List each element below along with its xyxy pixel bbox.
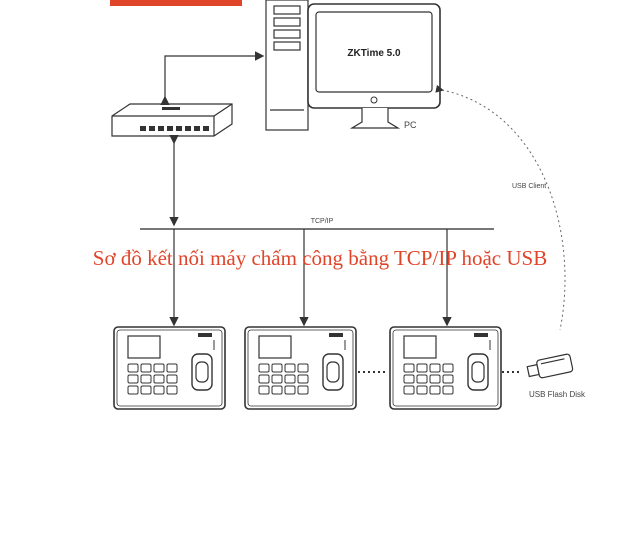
network-label: TCP/IP [311, 218, 334, 225]
fingerprint-sensor-icon [467, 353, 489, 391]
device-key [166, 374, 178, 384]
device-key [127, 385, 139, 395]
device-screen [258, 335, 292, 359]
device-key [258, 374, 270, 384]
device-key [166, 385, 178, 395]
device-indicator [329, 333, 343, 337]
device-screen [127, 335, 161, 359]
device-screen [403, 335, 437, 359]
device-key [284, 363, 296, 373]
device-key [258, 385, 270, 395]
pc-monitor: ZKTime 5.0 [307, 3, 441, 129]
diagram-caption: Sơ đồ kết nối máy chấm công bằng TCP/IP … [92, 246, 548, 270]
device-key [442, 363, 454, 373]
device-key [153, 385, 165, 395]
device-key [403, 374, 415, 384]
device-key [140, 363, 152, 373]
attendance-device [244, 326, 357, 410]
device-key [403, 385, 415, 395]
device-key [140, 374, 152, 384]
pc-tower [265, 0, 309, 131]
device-key [297, 374, 309, 384]
device-key [153, 363, 165, 373]
switch-pc-link [160, 51, 265, 106]
device-key [442, 374, 454, 384]
device-indicator [198, 333, 212, 337]
monitor-screen-text: ZKTime 5.0 [347, 48, 401, 59]
device-indicator [474, 333, 488, 337]
device-key [284, 374, 296, 384]
attendance-device [389, 326, 502, 410]
usb-flash-disk [526, 353, 574, 379]
fingerprint-sensor-icon [191, 353, 213, 391]
device-key [429, 385, 441, 395]
usb-client-link [435, 84, 566, 331]
attendance-device [113, 326, 226, 410]
device-key [284, 385, 296, 395]
device-key [258, 363, 270, 373]
device-key [140, 385, 152, 395]
device-key [166, 363, 178, 373]
device-key [429, 363, 441, 373]
usb-client-label: USB Client [512, 183, 546, 190]
fingerprint-sensor-icon [322, 353, 344, 391]
device-key [271, 385, 283, 395]
device-key [429, 374, 441, 384]
device-key [442, 385, 454, 395]
attendance-devices [113, 326, 502, 410]
device-key [297, 363, 309, 373]
device-key [271, 363, 283, 373]
network-switch [111, 103, 233, 137]
device-key [416, 385, 428, 395]
device-key [297, 385, 309, 395]
device-key [403, 363, 415, 373]
device-key [127, 363, 139, 373]
device-key [416, 363, 428, 373]
brand-banner [110, 0, 242, 6]
device-key [416, 374, 428, 384]
flash-disk-label: USB Flash Disk [529, 390, 586, 399]
device-key [271, 374, 283, 384]
pc-label: PC [404, 120, 417, 130]
device-key [127, 374, 139, 384]
device-key [153, 374, 165, 384]
